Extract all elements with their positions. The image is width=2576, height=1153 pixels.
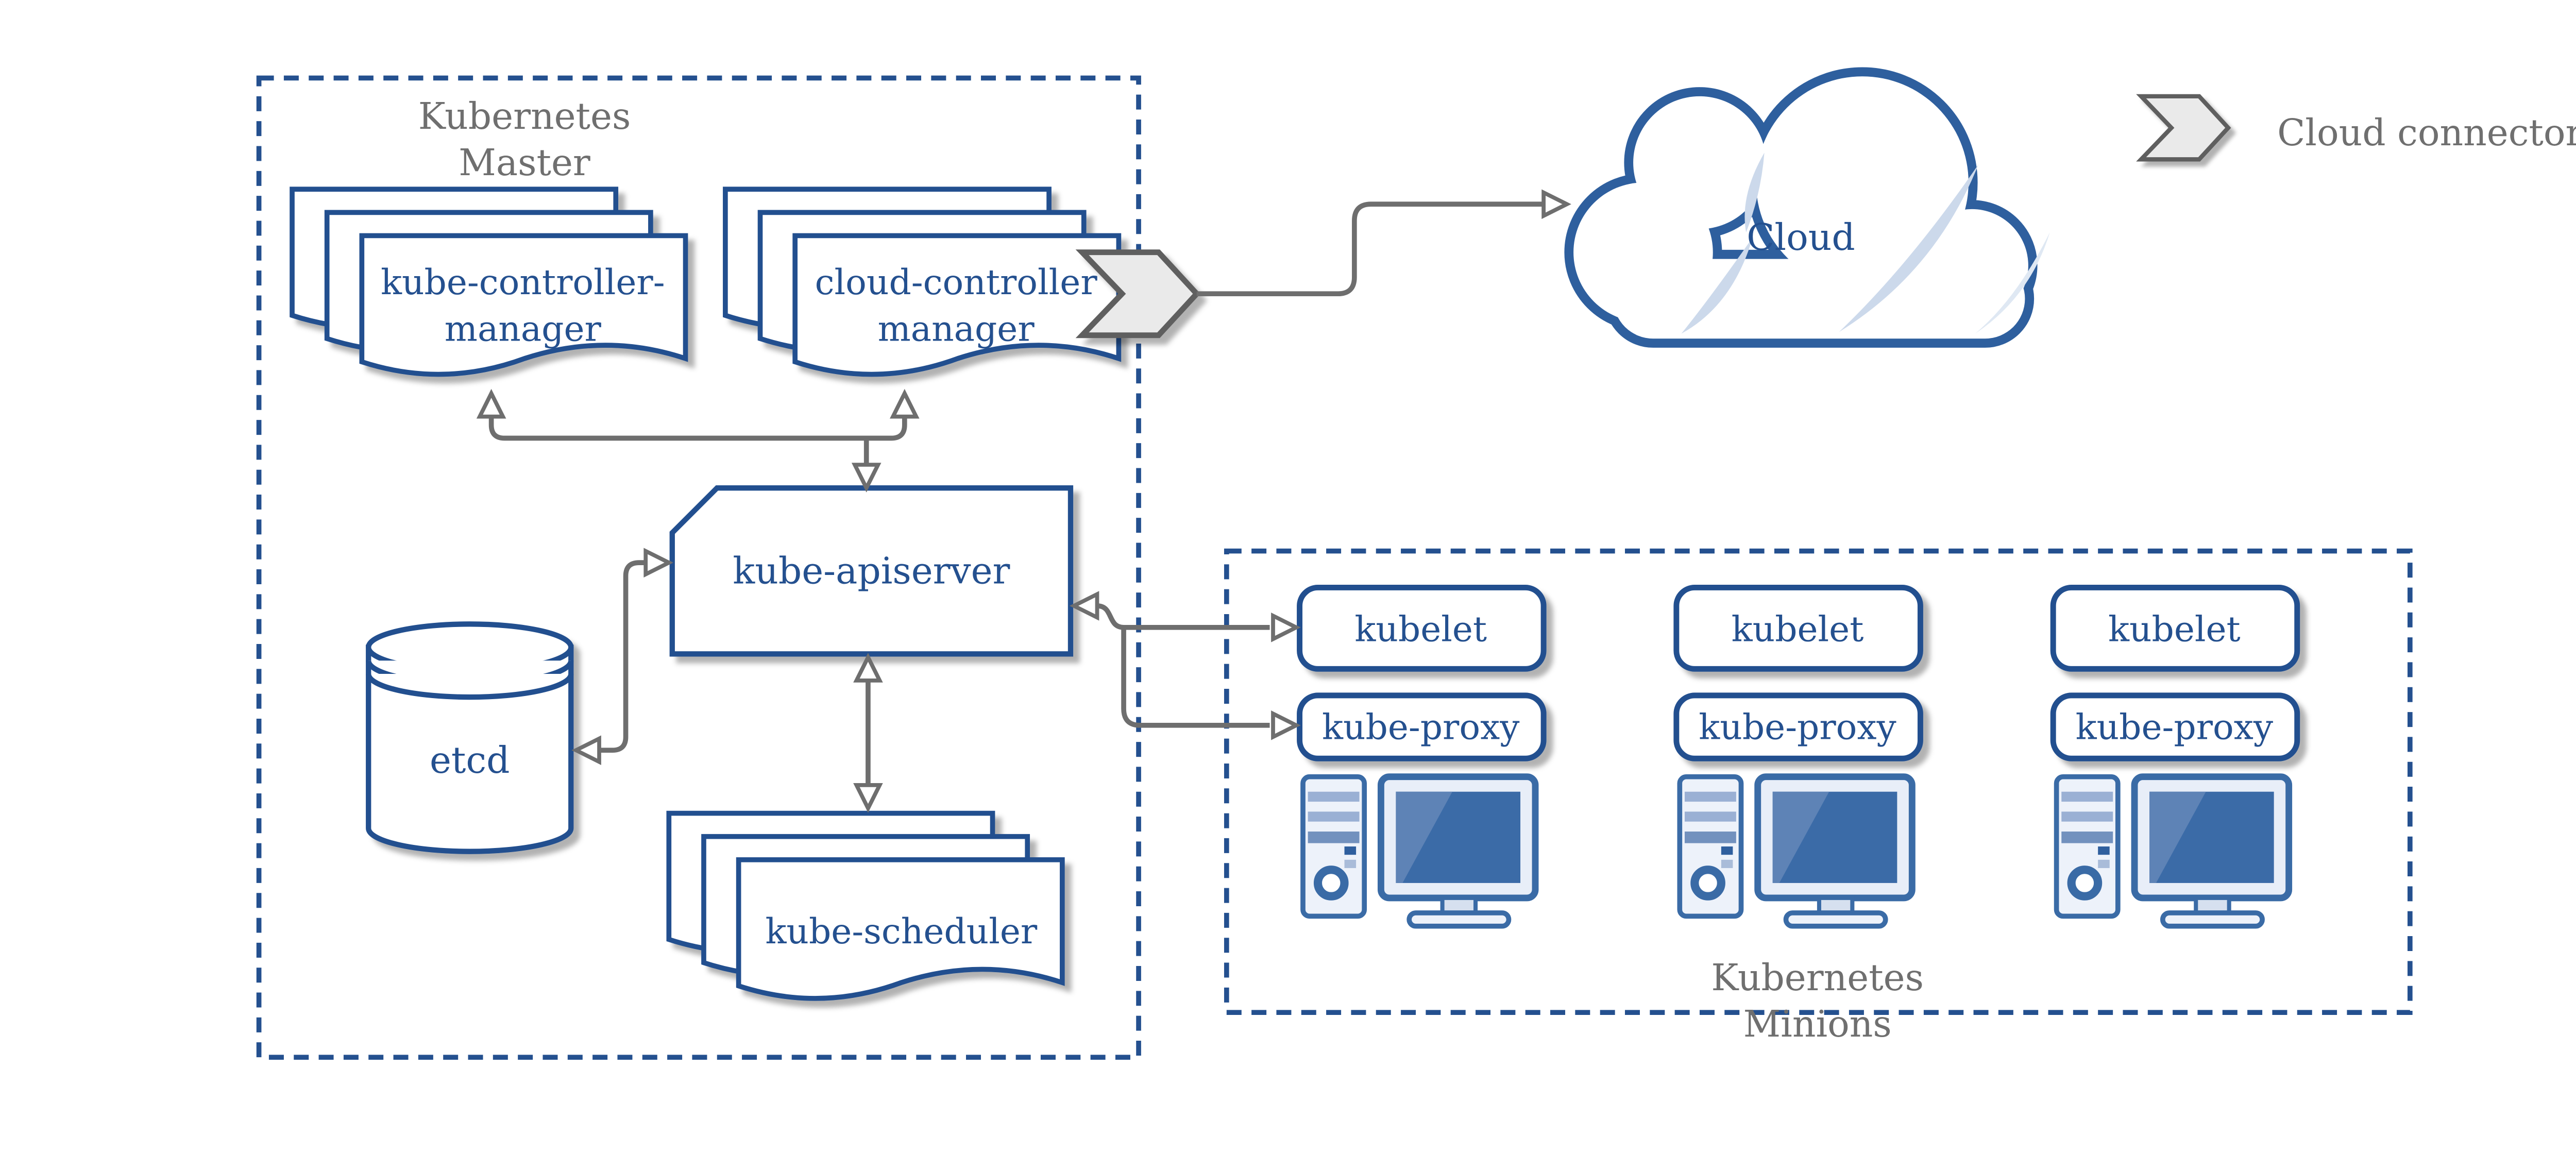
- kubelet-label: kubelet: [1354, 608, 1487, 649]
- cloud-controller-manager-label-line2: manager: [878, 308, 1035, 349]
- minion-node-2: kubelet kube-proxy: [1673, 584, 1923, 926]
- cloud-connector-line: [1196, 201, 1544, 297]
- kubernetes-minions-group: kubelet kube-proxy kubelet kube-proxy ku…: [1224, 548, 2413, 1045]
- kube-apiserver-label: kube-apiserver: [733, 550, 1010, 592]
- kubelet-label: kubelet: [1732, 608, 1864, 649]
- cloud-label: Cloud: [1747, 216, 1855, 259]
- kube-controller-manager-node: kube-controller- manager: [292, 189, 686, 374]
- kube-scheduler-node: kube-scheduler: [669, 813, 1062, 998]
- kube-controller-manager-label-line1: kube-controller-: [381, 262, 665, 302]
- kubernetes-master-border: [256, 75, 1141, 1060]
- kubelet-label: kubelet: [2108, 608, 2241, 649]
- master-label-line2: Master: [459, 141, 590, 184]
- kubernetes-architecture-diagram: Kubernetes Master kube-controller- manag…: [256, 67, 2576, 1060]
- kube-scheduler-label: kube-scheduler: [765, 911, 1037, 952]
- kube-proxy-label: kube-proxy: [1322, 707, 1520, 748]
- cloud-connector-icon: [2141, 96, 2228, 159]
- computer-icon: [2057, 777, 2289, 926]
- cloud-connector-legend: Cloud connector: [2141, 96, 2576, 159]
- connectors: [476, 189, 1571, 813]
- apiserver-kubeproxy-connector: [1121, 627, 1270, 728]
- apiserver-etcd-connector: [599, 560, 663, 753]
- minion-node-1: kubelet kube-proxy: [1297, 584, 1547, 926]
- kubernetes-master-group: Kubernetes Master kube-controller- manag…: [256, 75, 1141, 1060]
- minions-label-line2: Minions: [1743, 1003, 1892, 1045]
- etcd-node: [366, 621, 574, 854]
- master-label-line1: Kubernetes: [418, 95, 631, 138]
- cloud-controller-manager-label-line1: cloud-controller: [815, 262, 1098, 302]
- cloud-icon: [1564, 67, 2050, 348]
- computer-icon: [1303, 777, 1535, 926]
- kube-proxy-label: kube-proxy: [2076, 707, 2274, 748]
- kube-apiserver-shape: [669, 485, 1074, 657]
- etcd-label: etcd: [430, 739, 510, 782]
- apiserver-kubelet-connector: [1096, 603, 1270, 630]
- kube-apiserver-node: kube-apiserver: [669, 485, 1074, 657]
- minion-node-3: kubelet kube-proxy: [2050, 584, 2300, 926]
- computer-icon: [1680, 777, 1912, 926]
- controllers-apiserver-connector: [488, 416, 907, 441]
- database-icon: [366, 645, 574, 854]
- minions-label-line1: Kubernetes: [1711, 956, 1924, 999]
- cloud-controller-manager-node: cloud-controller manager: [725, 189, 1119, 374]
- kube-proxy-label: kube-proxy: [1699, 707, 1896, 748]
- cloud-connector-label: Cloud connector: [2277, 111, 2576, 154]
- kube-controller-manager-label-line2: manager: [445, 308, 602, 349]
- cloud-node: Cloud: [1564, 67, 2050, 348]
